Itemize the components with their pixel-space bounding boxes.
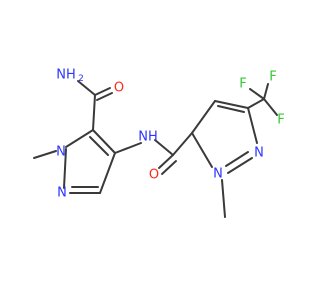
bond-c-o2-a: [158, 154, 174, 169]
bond-ring2-n1-c5: [191, 132, 213, 168]
bond-c3-cf3: [247, 98, 265, 109]
bond-linker-nh-c: [154, 139, 174, 156]
bond-amide-c-ring1: [92, 94, 96, 131]
bond-ring2-c5-c4: [191, 100, 216, 134]
atom-nh2-label: NH: [56, 68, 76, 83]
bond-ring1-linker-nh: [114, 142, 142, 154]
bond-ring1-n1-n2: [63, 148, 67, 189]
atom-ring2-n1: N: [213, 167, 223, 182]
atom-ring1-n1: N: [56, 145, 66, 160]
bond-ring1-c4-c5-b: [89, 136, 109, 156]
molecule-canvas: NH 2 O N N NH O N N F F F: [33, 67, 285, 218]
atom-labels: NH 2 O N N NH O N N F F F: [56, 68, 285, 201]
atom-linker-nh: NH: [138, 130, 158, 145]
bond-amide-c-o1-a: [94, 87, 111, 96]
atom-amide-o1: O: [114, 81, 124, 96]
molecule-structure: NH 2 O N N NH O N N F F F: [33, 68, 285, 218]
bond-n1-methyl1: [33, 150, 57, 159]
bond-ring1-c4-c5-a: [92, 129, 116, 154]
bond-ring1-c3-c4: [99, 152, 116, 194]
bond-cf3-f1: [249, 88, 265, 100]
bond-ring2-c4-c3: [214, 100, 249, 109]
bond-c-o2-b: [161, 160, 177, 175]
atom-amide-o2: O: [149, 168, 159, 183]
bond-amide-c-o1-b: [96, 92, 113, 101]
bond-ring2-n2-n1-a: [227, 157, 253, 174]
bond-ring2-c3-n2: [247, 107, 258, 144]
bond-cf3-f3: [263, 98, 278, 116]
atom-ring1-n2: N: [57, 186, 67, 201]
atom-cf3-f1: F: [239, 77, 246, 92]
atom-cf3-f3: F: [277, 113, 284, 128]
bond-amide-c-nh2: [77, 80, 96, 96]
bond-cf3-f2: [263, 83, 269, 100]
bond-n1-methyl2: [221, 179, 226, 218]
bond-ring1-c5-n1: [65, 129, 94, 148]
bond-ring2-n2-n1-b: [225, 151, 249, 167]
atom-nh2-subscript: 2: [78, 74, 84, 84]
bond-ring2-c4-c3-inner: [217, 105, 245, 113]
atom-cf3-f2: F: [269, 70, 276, 85]
atom-ring2-n2: N: [254, 146, 264, 161]
bonds: [33, 80, 278, 218]
bond-c-ring2: [172, 132, 193, 156]
